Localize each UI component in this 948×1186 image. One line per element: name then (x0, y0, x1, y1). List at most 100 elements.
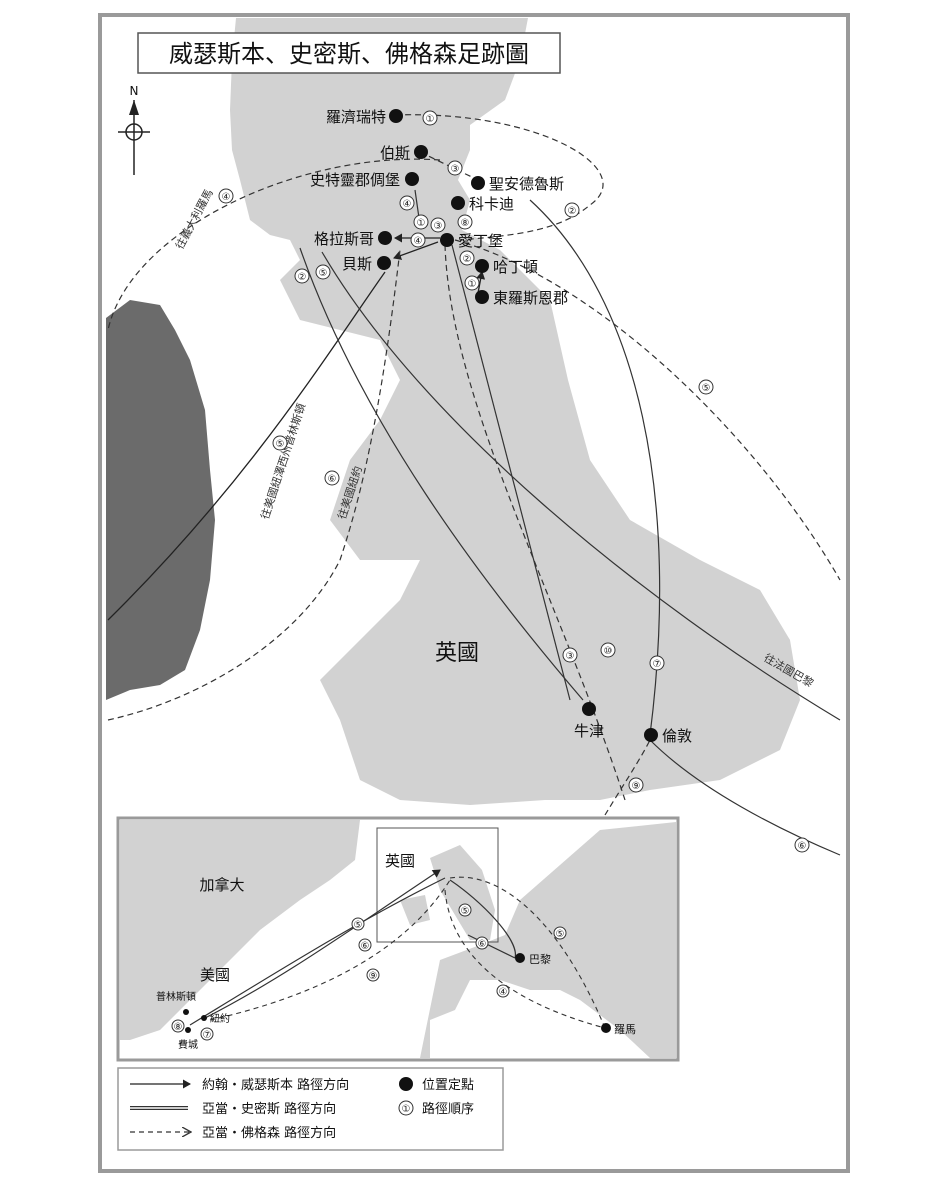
svg-text:⑤: ⑤ (702, 383, 711, 394)
route-number-10: ⑩ (600, 642, 616, 658)
location-dot (475, 259, 489, 273)
city-label-haddington: 哈丁頓 (493, 258, 538, 276)
svg-text:⑤: ⑤ (556, 929, 565, 940)
city-label-glasgow: 格拉斯哥 (314, 230, 374, 248)
inset-label-philadelphia: 費城 (178, 1038, 198, 1051)
route-number-7: ⑦ (649, 655, 665, 671)
location-dot (582, 702, 596, 716)
svg-text:⑨: ⑨ (632, 781, 641, 792)
legend: 約翰・威瑟斯本 路徑方向 亞當・史密斯 路徑方向 亞當・佛格森 路徑方向 位置定… (117, 1067, 504, 1151)
city-label-standrews: 聖安德魯斯 (489, 175, 564, 193)
legend-dot (399, 1077, 413, 1091)
svg-text:④: ④ (222, 192, 231, 203)
svg-text:③: ③ (566, 651, 575, 662)
svg-text:①: ① (417, 218, 426, 229)
route-number-3: ③ (430, 217, 446, 233)
svg-text:⑧: ⑧ (461, 218, 470, 229)
svg-text:⑥: ⑥ (361, 941, 370, 952)
route-number-2: ② (294, 268, 310, 284)
svg-text:⑦: ⑦ (203, 1030, 212, 1041)
city-label-perth: 伯斯 (380, 144, 410, 162)
city-label-eastlothian: 東羅斯恩郡 (493, 289, 568, 307)
route-number-8: ⑧ (457, 214, 473, 230)
legend-order: 路徑順序 (422, 1101, 474, 1117)
location-dot (378, 231, 392, 245)
svg-text:⑨: ⑨ (369, 971, 378, 982)
route-number-5: ⑤ (315, 264, 331, 280)
svg-text:①: ① (402, 1104, 411, 1115)
city-label-oxford: 牛津 (574, 722, 604, 740)
svg-text:⑤: ⑤ (276, 439, 285, 450)
ferguson-routes (107, 114, 841, 816)
inset-map: 加拿大 美國 英國 巴黎 羅馬 普林斯頓 紐約 費城 ⑤ ⑥ ⑨ ⑤ ⑤ ⑥ ④… (116, 816, 680, 1062)
svg-text:④: ④ (414, 236, 423, 247)
svg-text:②: ② (463, 254, 472, 265)
svg-text:④: ④ (499, 987, 508, 998)
map-title: 威瑟斯本、史密斯、佛格森足跡圖 (169, 40, 529, 68)
route-number-2: ② (564, 202, 580, 218)
route-number-1: ① (413, 214, 429, 230)
ireland-land (106, 300, 215, 700)
route-number-5: ⑤ (272, 435, 288, 451)
legend-smith: 亞當・史密斯 路徑方向 (202, 1101, 336, 1117)
svg-text:⑧: ⑧ (174, 1022, 183, 1033)
location-dot (414, 145, 428, 159)
route-number-3: ③ (447, 160, 463, 176)
svg-text:①: ① (426, 114, 435, 125)
svg-text:⑦: ⑦ (653, 659, 662, 670)
inset-label-uk: 英國 (385, 852, 415, 870)
city-label-edinburgh: 愛丁堡 (458, 232, 503, 250)
svg-text:③: ③ (451, 164, 460, 175)
route-number-1: ① (422, 110, 438, 126)
inset-label-newyork: 紐約 (210, 1012, 230, 1025)
title-box (137, 32, 561, 74)
location-dot (389, 109, 403, 123)
legend-witherspoon: 約翰・威瑟斯本 路徑方向 (202, 1077, 349, 1093)
svg-text:⑤: ⑤ (354, 920, 363, 931)
city-markers: 羅濟瑞特 伯斯 史特靈郡倜堡 聖安德魯斯 科卡迪 格拉斯哥 愛丁堡 貝斯 哈丁頓… (310, 108, 692, 745)
svg-text:N: N (130, 84, 139, 98)
location-dot (405, 172, 419, 186)
route-number-5: ⑤ (698, 379, 714, 395)
route-number-3: ③ (562, 647, 578, 663)
svg-text:②: ② (568, 206, 577, 217)
route-number-4: ④ (410, 232, 426, 248)
city-label-rosneath: 羅濟瑞特 (326, 108, 386, 126)
svg-text:⑥: ⑥ (478, 939, 487, 950)
location-dot (644, 728, 658, 742)
route-number-6: ⑥ (794, 837, 810, 853)
legend-location: 位置定點 (422, 1078, 474, 1093)
location-dot (475, 290, 489, 304)
route-number-1: ① (464, 275, 480, 291)
svg-text:①: ① (468, 279, 477, 290)
city-label-beith: 貝斯 (342, 255, 372, 273)
route-number-4: ④ (399, 195, 415, 211)
north-arrow-icon: N (118, 84, 150, 175)
svg-text:④: ④ (403, 199, 412, 210)
svg-text:⑤: ⑤ (461, 906, 470, 917)
city-label-stirling: 史特靈郡倜堡 (310, 171, 400, 189)
smith-routes (299, 189, 841, 856)
inset-label-rome: 羅馬 (614, 1023, 636, 1036)
svg-text:③: ③ (434, 221, 443, 232)
route-number-2: ② (459, 250, 475, 266)
inset-label-usa: 美國 (200, 966, 230, 984)
location-dot (377, 256, 391, 270)
great-britain-land (230, 18, 800, 805)
svg-text:⑤: ⑤ (319, 268, 328, 279)
svg-text:②: ② (298, 272, 307, 283)
country-label-uk: 英國 (435, 641, 479, 666)
legend-ferguson: 亞當・佛格森 路徑方向 (202, 1125, 336, 1141)
route-number-4: ④ (218, 188, 234, 204)
svg-text:⑥: ⑥ (798, 841, 807, 852)
city-label-kirkcaldy: 科卡迪 (469, 195, 514, 213)
inset-label-canada: 加拿大 (199, 876, 244, 894)
svg-text:⑩: ⑩ (604, 646, 613, 657)
location-dot (471, 176, 485, 190)
location-dot (451, 196, 465, 210)
route-order-markers: ① ③ ② ④ ① ③ ⑧ ④ ② ① ④ ② ⑤ ⑤ ⑥ ⑤ ③ ⑩ ⑦ ⑨ … (218, 110, 810, 853)
svg-text:⑥: ⑥ (328, 474, 337, 485)
location-dot (440, 233, 454, 247)
route-number-9: ⑨ (628, 777, 644, 793)
